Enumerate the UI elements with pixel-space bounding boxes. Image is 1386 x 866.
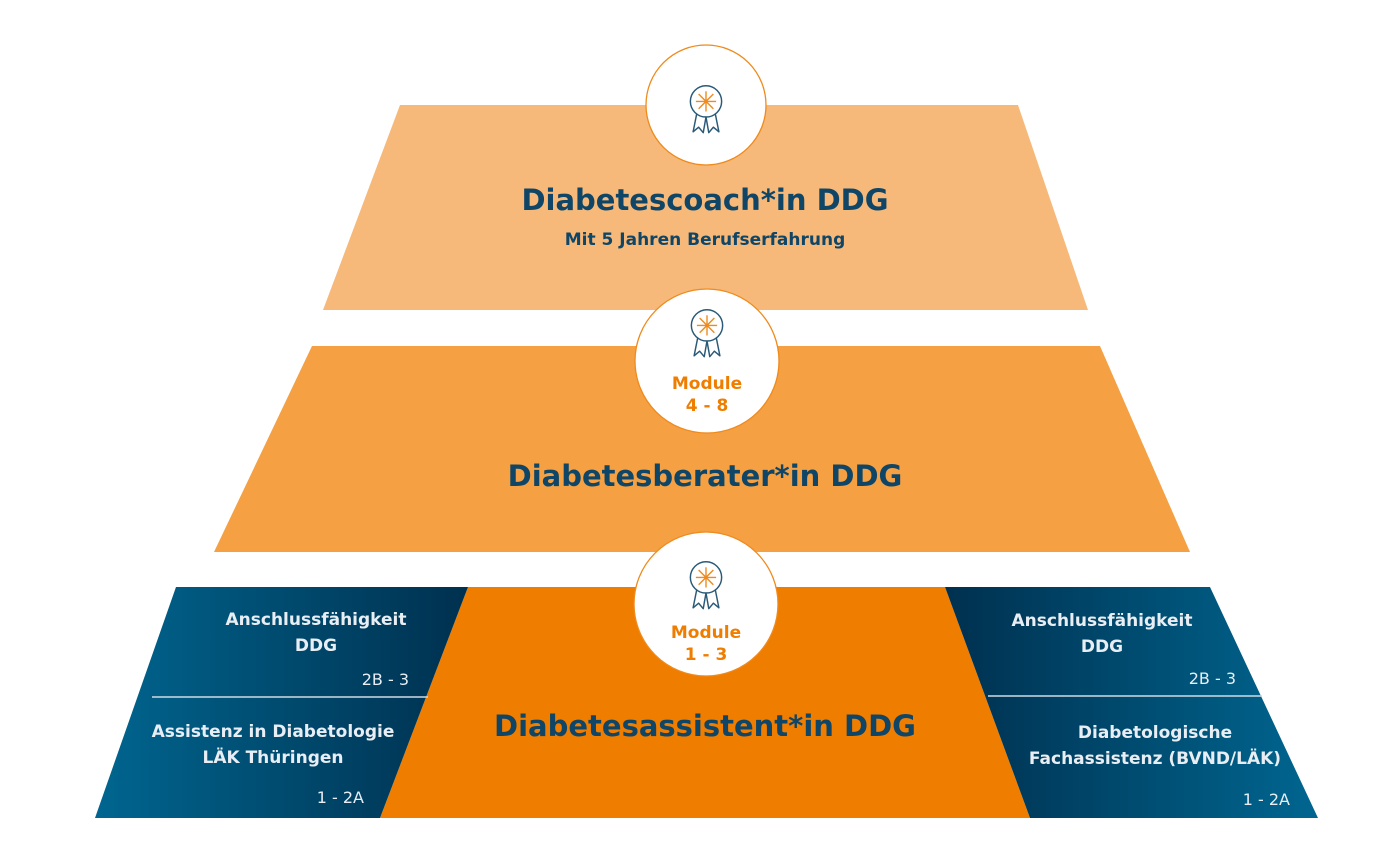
left-panel bbox=[95, 587, 468, 818]
tier-top-subtitle: Mit 5 Jahren Berufserfahrung bbox=[565, 230, 846, 250]
tier-middle-shape bbox=[214, 346, 1190, 552]
tier-bottom-shape bbox=[380, 587, 1030, 818]
right-upper-line1: Anschlussfähigkeit bbox=[1011, 611, 1192, 631]
left-upper-range: 2B - 3 bbox=[362, 670, 409, 689]
right-lower-line1: Diabetologische bbox=[1078, 723, 1232, 743]
right-lower-line2: Fachassistenz (BVND/LÄK) bbox=[1029, 747, 1281, 769]
tier-middle-title: Diabetesberater*in DDG bbox=[508, 459, 903, 493]
left-upper-line1: Anschlussfähigkeit bbox=[225, 610, 406, 630]
tier-bottom-title: Diabetesassistent*in DDG bbox=[494, 709, 916, 743]
middle-module-label: Module bbox=[672, 374, 742, 394]
left-upper-line2: DDG bbox=[295, 636, 337, 656]
badge-top bbox=[645, 44, 767, 166]
left-lower-range: 1 - 2A bbox=[317, 788, 364, 807]
badge-bottom: Module 1 - 3 bbox=[633, 531, 779, 677]
right-lower-range: 1 - 2A bbox=[1243, 790, 1290, 809]
right-upper-line2: DDG bbox=[1081, 637, 1123, 657]
badge-middle: Module 4 - 8 bbox=[634, 288, 780, 434]
middle-module-range: 4 - 8 bbox=[686, 396, 729, 416]
tier-top-shape bbox=[323, 105, 1088, 310]
bottom-module-range: 1 - 3 bbox=[685, 645, 728, 665]
right-upper-range: 2B - 3 bbox=[1189, 669, 1236, 688]
tier-top-title: Diabetescoach*in DDG bbox=[521, 183, 888, 217]
right-panel bbox=[945, 587, 1318, 818]
left-lower-line1: Assistenz in Diabetologie bbox=[152, 722, 395, 742]
bottom-module-label: Module bbox=[671, 623, 741, 643]
left-lower-line2: LÄK Thüringen bbox=[203, 746, 344, 768]
